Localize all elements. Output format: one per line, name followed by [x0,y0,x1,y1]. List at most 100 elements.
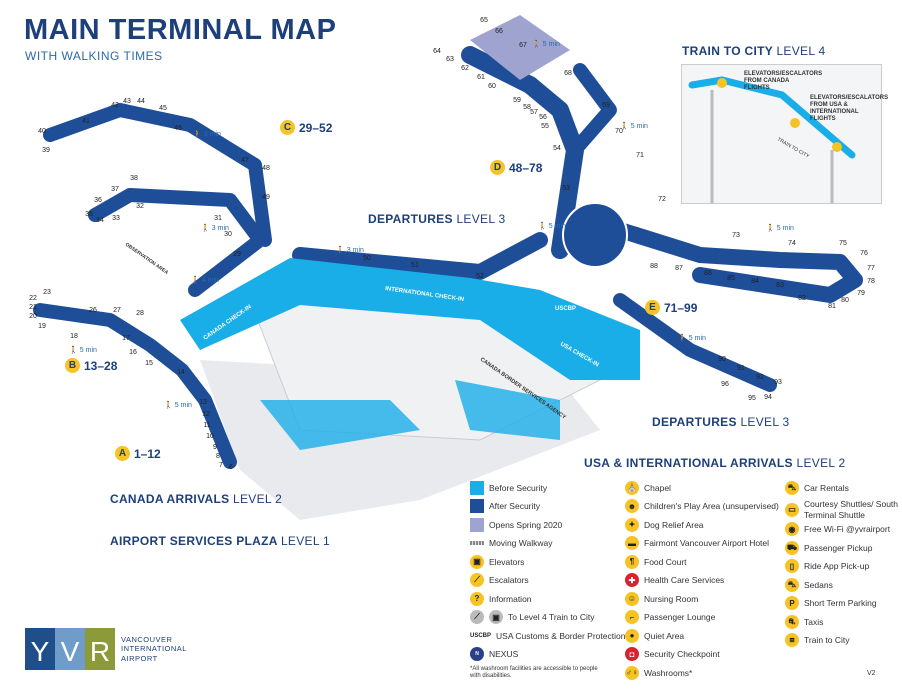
gate-30: 30 [224,231,232,238]
hotel-icon: ▬ [625,536,639,550]
gate-31: 31 [214,215,222,222]
opens-spring-swatch [470,517,484,532]
uscbp-icon: USCBP [470,632,492,639]
before-security-swatch [470,480,484,495]
walk-times: 🚶 3 min🚶 3 min🚶 3 min🚶 4 min🚶 5 min🚶 5 m… [69,39,794,409]
gate-78: 78 [867,278,875,285]
services-plaza-label: AIRPORT SERVICES PLAZA LEVEL 1 [110,534,330,548]
gate-76: 76 [860,250,868,257]
gate-44: 44 [137,98,145,105]
gate-39: 39 [42,147,50,154]
gate-95: 95 [748,395,756,402]
gate-32: 32 [136,203,144,210]
after-security-concourses [33,46,863,469]
wifi-icon: ◉ [785,522,799,536]
legend-column-2: ⛪Chapel ☻Children's Play Area (unsupervi… [625,480,779,680]
health-care-icon: ✚ [625,573,639,587]
gate-94: 94 [764,394,772,401]
gate-62: 62 [461,65,469,72]
gate-21: 21 [29,304,37,311]
train-to-city-label: TRAIN TO CITY [776,137,811,160]
gate-86: 86 [704,270,712,277]
uscbp-label: USCBP [555,306,576,312]
gate-26: 26 [89,307,97,314]
pier-d [461,46,584,259]
gate-96: 96 [721,381,729,388]
car-rental-icon: ⛍ [785,480,799,495]
gate-45: 45 [159,105,167,112]
gate-48: 48 [262,165,270,172]
gate-60: 60 [488,83,496,90]
pier-c-north [43,103,272,247]
dog-relief-icon: ✦ [625,517,639,532]
train-icon [790,118,800,128]
gate-93: 93 [774,379,782,386]
gate-64: 64 [433,48,441,55]
chapel-icon: ⛪ [625,480,639,495]
gate-42: 42 [111,102,119,109]
walk-time: 🚶 5 min [766,223,794,232]
arrivals-hall [260,400,420,450]
gate-59: 59 [513,97,521,104]
legend-column-3: ⛍Car Rentals ▭Courtesy Shuttles/ South T… [785,480,899,647]
gate-87: 87 [675,265,683,272]
gate-74: 74 [788,240,796,247]
gate-53: 53 [562,185,570,192]
train-level-label: TRAIN TO CITY LEVEL 4 [682,44,826,58]
gate-82: 82 [798,295,806,302]
gate-51: 51 [411,262,419,269]
gate-35: 35 [85,211,93,218]
gate-90: 90 [718,356,726,363]
ride-app-icon: ▯ [785,559,799,573]
gate-29: 29 [233,251,241,258]
gate-47: 47 [241,157,249,164]
food-court-icon: ¶ [625,554,639,569]
gate-52: 52 [476,273,484,280]
gate-77: 77 [867,265,875,272]
gate-23: 23 [43,289,51,296]
walk-time: 🚶 5 min [538,221,566,230]
pier-c-south [88,188,267,297]
washroom-icon: ♂♀ [625,665,639,680]
gate-17: 17 [122,335,130,342]
canada-arrivals-label: CANADA ARRIVALS LEVEL 2 [110,492,283,506]
gate-20: 20 [29,313,37,320]
gate-54: 54 [553,145,561,152]
information-icon: ? [470,591,484,606]
pier-e [612,222,863,303]
gate-61: 61 [477,74,485,81]
walk-time: 🚶 5 min [620,121,648,130]
gate-33: 33 [112,215,120,222]
gate-80: 80 [841,297,849,304]
play-area-icon: ☻ [625,499,639,513]
pickup-icon: ⛟ [785,540,799,555]
gate-84: 84 [751,278,759,285]
pier-d-east [568,63,617,157]
gate-63: 63 [446,56,454,63]
gate-73: 73 [732,232,740,239]
elevator-icon [832,142,842,152]
usa-arrivals-label: USA & INTERNATIONAL ARRIVALS LEVEL 2 [584,456,846,470]
taxi-icon: ⛐ [785,614,799,629]
washroom-note: *All washroom facilities are accessible … [470,665,598,680]
nexus-icon: N [470,647,484,661]
gate-68: 68 [564,70,572,77]
walk-time: 🚶 5 min [532,39,560,48]
walk-time: 🚶 5 min [69,345,97,354]
gate-91: 91 [737,365,745,372]
gate-85: 85 [727,275,735,282]
gate-70: 70 [615,128,623,135]
elevator-level4-icon: ▣ [489,610,503,624]
train-inset: TRAIN TO CITY ELEVATORS/ESCALATORS FROM … [681,64,888,204]
c-d-connector [292,232,548,280]
escalator-icon [717,78,727,88]
gate-19: 19 [38,323,46,330]
observation-label: OBSERVATION AREA [124,242,170,277]
opens-spring-2020-area [470,15,570,80]
gate-43: 43 [123,98,131,105]
security-checkpoint-icon: ◘ [625,647,639,661]
